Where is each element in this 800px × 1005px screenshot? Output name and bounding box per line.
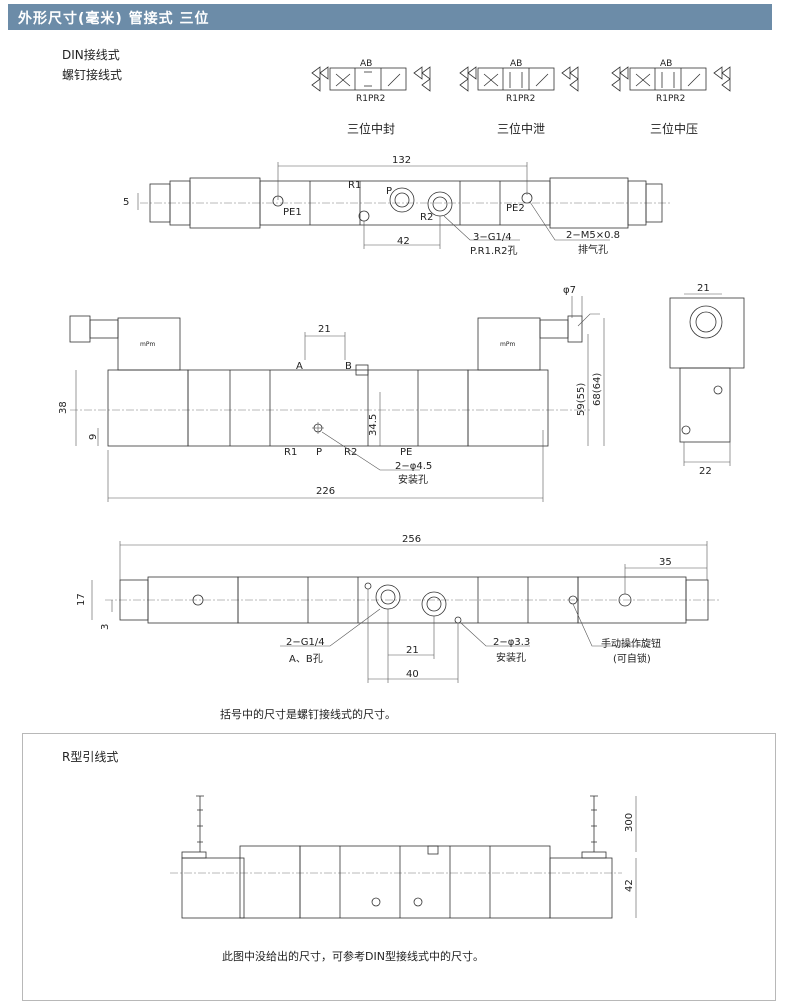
manual-override-label: 手动操作旋钮 xyxy=(601,637,661,650)
symbol-ports-label: R1PR2 xyxy=(506,94,535,104)
port-p: P xyxy=(316,447,322,458)
dim-34-5: 34.5 xyxy=(368,414,379,436)
footnote: 括号中的尺寸是螺钉接线式的尺寸。 xyxy=(220,708,396,721)
lockable-label: (可自锁) xyxy=(613,652,651,665)
r-type-note: 此图中没给出的尺寸，可参考DIN型接线式中的尺寸。 xyxy=(222,950,484,963)
r-type-label: R型引线式 xyxy=(62,750,119,764)
dim-132: 132 xyxy=(392,155,411,166)
dim-22: 22 xyxy=(699,466,712,477)
hole-spec: 2−φ4.5 xyxy=(395,461,432,472)
thread-spec: 2−G1/4 xyxy=(286,637,325,648)
dim-phi7: φ7 xyxy=(563,285,576,296)
dim-9: 9 xyxy=(88,434,99,440)
port-r2: R2 xyxy=(344,447,357,458)
dim-5: 5 xyxy=(123,197,129,208)
dim-3: 3 xyxy=(100,624,111,630)
dim-59: 59(55) xyxy=(576,383,587,416)
dim-226: 226 xyxy=(316,486,335,497)
port-r1: R1 xyxy=(284,447,297,458)
r-type-panel xyxy=(22,733,776,1001)
top-view: 132 5 42 R1 P R2 PE1 PE2 3−G1/4 P.R1.R2孔… xyxy=(123,155,672,257)
dim-21: 21 xyxy=(697,283,710,294)
m5-spec: 2−M5×0.8 xyxy=(566,230,620,241)
bottom-view: 256 35 17 3 2−G1/4 A、B孔 21 40 2−φ3.3 安装孔… xyxy=(76,534,720,683)
dim-21: 21 xyxy=(406,645,419,656)
dim-21: 21 xyxy=(318,324,331,335)
port-b: B xyxy=(345,361,352,372)
ab-ports: A、B孔 xyxy=(289,653,323,665)
screw-type-label: 螺钉接线式 xyxy=(62,68,123,82)
din-type-label: DIN接线式 xyxy=(62,48,120,62)
dim-68: 68(64) xyxy=(592,373,603,406)
thread-ports: P.R1.R2孔 xyxy=(470,245,517,257)
section-header: 外形尺寸(毫米) 管接式 三位 xyxy=(8,4,772,30)
symbol-exhaust-center: AB R1PR2 三位中泄 xyxy=(459,59,579,136)
front-view: mPm mPm 21 A B 38 9 34.5 R1 P R2 PE 2−φ4… xyxy=(58,285,605,502)
symbol-caption: 三位中泄 xyxy=(497,121,545,136)
symbol-caption: 三位中压 xyxy=(650,121,698,136)
din-brand-left: mPm xyxy=(140,341,155,348)
port-r1: R1 xyxy=(348,180,361,191)
symbol-ports-label: R1PR2 xyxy=(656,94,685,104)
section-title: 外形尺寸(毫米) 管接式 三位 xyxy=(18,11,210,27)
dim-42: 42 xyxy=(397,236,410,247)
symbol-closed-center: AB R1PR2 三位中封 xyxy=(311,59,431,136)
port-p: P xyxy=(386,186,392,197)
dim-35: 35 xyxy=(659,557,672,568)
dim-40: 40 xyxy=(406,669,419,680)
side-view: 21 22 xyxy=(669,283,745,477)
symbol-ab-label: AB xyxy=(510,59,522,69)
dim-38: 38 xyxy=(58,401,69,414)
port-a: A xyxy=(296,361,303,372)
dim-256: 256 xyxy=(402,534,421,545)
dim-300: 300 xyxy=(624,813,635,832)
port-pe2: PE2 xyxy=(506,203,525,214)
symbol-ab-label: AB xyxy=(360,59,372,69)
hole-label: 安装孔 xyxy=(496,651,526,664)
dim-17: 17 xyxy=(76,593,87,606)
symbol-ab-label: AB xyxy=(660,59,672,69)
symbol-ports-label: R1PR2 xyxy=(356,94,385,104)
port-pe: PE xyxy=(400,447,412,458)
hole-label: 安装孔 xyxy=(398,473,428,486)
r-type-view: 300 42 xyxy=(170,795,637,919)
exhaust-label: 排气孔 xyxy=(578,243,608,256)
port-r2: R2 xyxy=(420,212,433,223)
dim-42: 42 xyxy=(624,879,635,892)
hole-spec: 2−φ3.3 xyxy=(493,637,530,648)
din-brand-right: mPm xyxy=(500,341,515,348)
symbol-pressure-center: AB R1PR2 三位中压 xyxy=(611,59,731,136)
symbol-caption: 三位中封 xyxy=(347,121,395,136)
thread-spec: 3−G1/4 xyxy=(473,232,512,243)
port-pe1: PE1 xyxy=(283,207,302,218)
